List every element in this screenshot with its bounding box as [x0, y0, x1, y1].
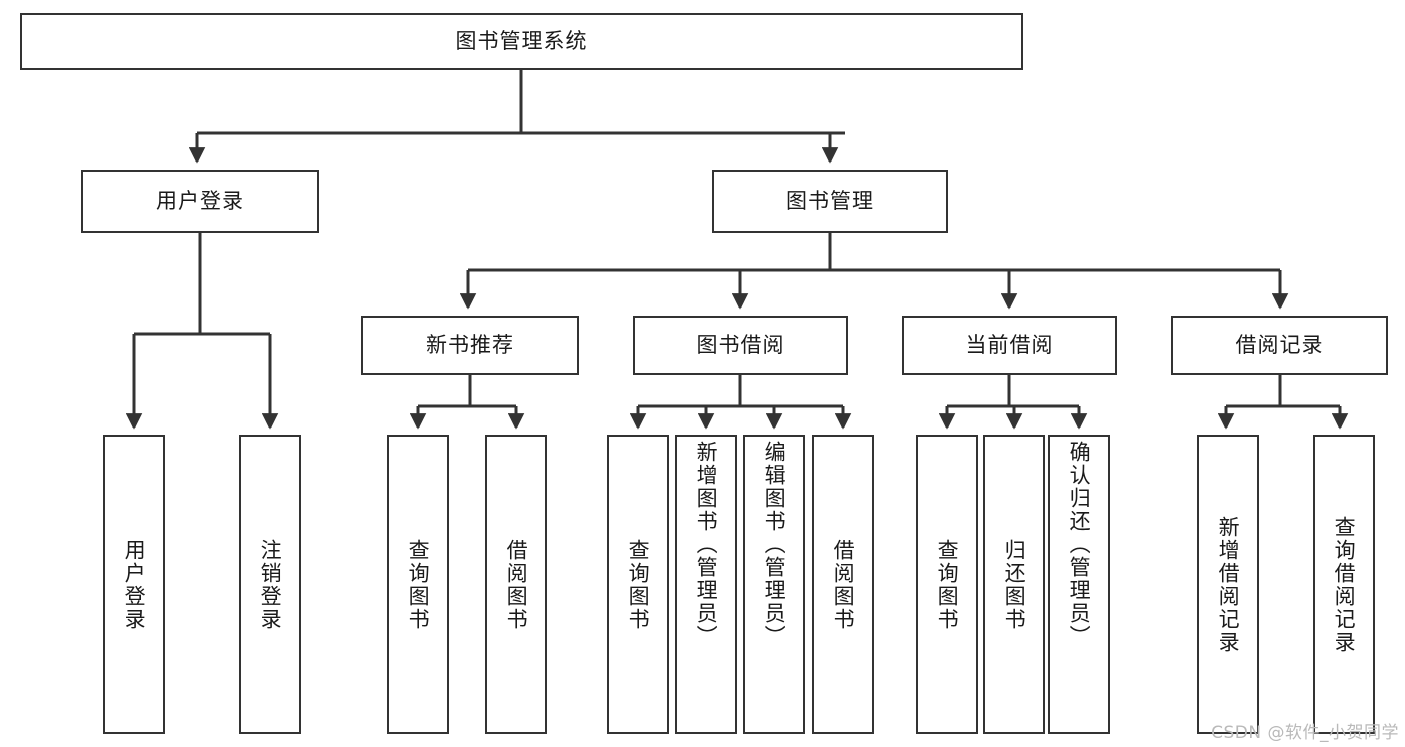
node-book-management[interactable]: 图书管理	[712, 170, 948, 233]
node-label: 借阅图书	[831, 538, 856, 631]
node-borrow-record[interactable]: 借阅记录	[1171, 316, 1388, 375]
node-label: 借阅记录	[1235, 332, 1324, 357]
node-label: 图书管理	[786, 188, 874, 213]
node-label: 新书推荐	[426, 332, 514, 357]
leaf-new-book-borrow-book[interactable]: 借阅图书	[485, 435, 547, 734]
node-label: 查询图书	[626, 538, 651, 631]
leaf-user-login-login[interactable]: 用户登录	[103, 435, 165, 734]
node-label: 图书借阅	[696, 332, 785, 357]
leaf-book-borrow-query-book[interactable]: 查询图书	[607, 435, 669, 734]
node-label: 新增图书（管理员）	[694, 441, 719, 648]
leaf-current-borrow-return-book[interactable]: 归还图书	[983, 435, 1045, 734]
node-label: 新增借阅记录	[1216, 515, 1241, 654]
leaf-borrow-record-add-record[interactable]: 新增借阅记录	[1197, 435, 1259, 734]
leaf-book-borrow-edit-book-admin[interactable]: 编辑图书（管理员）	[743, 435, 805, 734]
leaf-book-borrow-borrow-book[interactable]: 借阅图书	[812, 435, 874, 734]
node-root-system[interactable]: 图书管理系统	[20, 13, 1023, 70]
node-new-book-recommend[interactable]: 新书推荐	[361, 316, 579, 375]
leaf-current-borrow-query-book[interactable]: 查询图书	[916, 435, 978, 734]
leaf-user-login-logout[interactable]: 注销登录	[239, 435, 301, 734]
node-current-borrow[interactable]: 当前借阅	[902, 316, 1117, 375]
node-label: 归还图书	[1002, 538, 1027, 631]
node-label: 确认归还（管理员）	[1067, 441, 1092, 648]
node-book-borrow[interactable]: 图书借阅	[633, 316, 848, 375]
node-label: 查询借阅记录	[1332, 515, 1357, 654]
leaf-book-borrow-add-book-admin[interactable]: 新增图书（管理员）	[675, 435, 737, 734]
node-label: 图书管理系统	[455, 28, 588, 53]
csdn-watermark: CSDN @软件_小贺同学	[1211, 723, 1399, 743]
node-label: 当前借阅	[965, 332, 1054, 357]
node-label: 借阅图书	[504, 538, 529, 631]
leaf-new-book-query-book[interactable]: 查询图书	[387, 435, 449, 734]
node-label: 编辑图书（管理员）	[762, 441, 787, 648]
node-label: 查询图书	[406, 538, 431, 631]
node-user-login[interactable]: 用户登录	[81, 170, 319, 233]
node-label: 用户登录	[122, 538, 147, 631]
node-label: 注销登录	[258, 538, 283, 631]
node-label: 用户登录	[156, 188, 244, 213]
leaf-borrow-record-query-record[interactable]: 查询借阅记录	[1313, 435, 1375, 734]
leaf-current-borrow-confirm-return-admin[interactable]: 确认归还（管理员）	[1048, 435, 1110, 734]
node-label: 查询图书	[935, 538, 960, 631]
